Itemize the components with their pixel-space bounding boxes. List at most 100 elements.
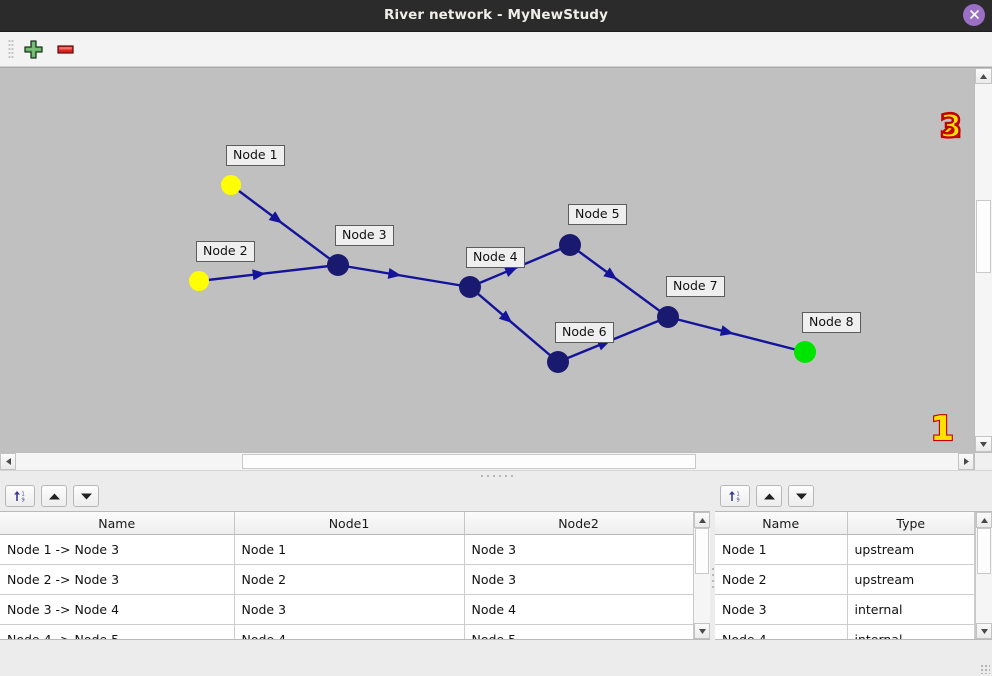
graph-edge[interactable] [198,263,339,283]
toolbar-drag-handle[interactable] [8,39,14,59]
graph-node-node-3[interactable] [327,254,349,276]
table-cell[interactable]: Node 3 [234,594,465,625]
network-graph-canvas[interactable]: Node 1 Node 2 Node 3 Node 4 Node 5 Node 6 Node… [0,68,974,452]
table-cell[interactable]: upstream [847,534,975,565]
graph-node-label-node-3[interactable]: Node 3 [335,225,394,246]
table-cell[interactable]: Node 2 [715,564,848,595]
table-cell[interactable]: Node 4 [234,624,465,639]
graph-node-label-node-5[interactable]: Node 5 [568,204,627,225]
sort-ascending-icon[interactable]: 1 9 [5,485,35,507]
graph-edge[interactable] [667,315,806,354]
vertical-splitter[interactable] [710,481,715,676]
nodes-column-header[interactable]: Type [847,512,975,535]
table-cell[interactable]: upstream [847,564,975,595]
table-cell[interactable]: Node 4 [715,624,848,639]
graph-node-label-node-7[interactable]: Node 7 [666,276,725,297]
table-cell[interactable]: Node 1 -> Node 3 [0,534,235,565]
graph-node-node-4[interactable] [459,276,481,298]
svg-text:1: 1 [737,491,740,497]
triangle-up-icon[interactable] [756,485,782,507]
graph-node-node-1[interactable] [221,175,241,195]
graph-node-label-node-8[interactable]: Node 8 [802,312,861,333]
table-cell[interactable]: Node 1 [234,534,465,565]
graph-node-node-5[interactable] [559,234,581,256]
graph-node-node-6[interactable] [547,351,569,373]
graph-node-label-node-2[interactable]: Node 2 [196,241,255,262]
reaches-vscroll-track[interactable] [694,528,710,623]
graph-node-label-node-6[interactable]: Node 6 [555,322,614,343]
canvas-vertical-scrollbar[interactable] [974,68,992,452]
canvas-horizontal-scrollbar[interactable] [0,452,974,470]
table-cell[interactable]: internal [847,624,975,639]
reaches-scroll-down-button[interactable] [694,623,710,639]
triangle-down-icon[interactable] [73,485,99,507]
nodes-column-header[interactable]: Name [715,512,848,535]
nodes-scroll-up-button[interactable] [976,512,992,528]
reaches-column-header[interactable]: Name [0,512,235,535]
table-cell[interactable]: Node 5 [464,624,693,639]
delete-icon[interactable] [52,36,78,62]
nodes-vertical-scrollbar[interactable] [975,512,992,639]
graph-node-label-node-4[interactable]: Node 4 [466,247,525,268]
add-plus-icon[interactable] [20,36,46,62]
canvas-hscroll-thumb[interactable] [242,454,697,469]
graph-edge[interactable] [469,286,559,363]
canvas-hscroll-track[interactable] [16,453,958,470]
nodes-vscroll-thumb[interactable] [977,528,991,574]
graph-edge[interactable] [569,244,669,318]
scroll-up-button[interactable] [975,68,992,84]
reaches-column-header[interactable]: Node2 [464,512,693,535]
scroll-left-button[interactable] [0,453,16,470]
canvas-vscroll-thumb[interactable] [976,200,991,273]
graph-node-label-node-1[interactable]: Node 1 [226,145,285,166]
table-cell[interactable]: Node 3 [464,564,693,595]
canvas-vscroll-track[interactable] [975,84,992,436]
triangle-down-icon[interactable] [788,485,814,507]
table-row[interactable]: Node 4internal [715,624,975,639]
table-cell[interactable]: Node 1 [715,534,848,565]
table-cell[interactable]: Node 4 [464,594,693,625]
scroll-down-button[interactable] [975,436,992,452]
sort-ascending-icon[interactable]: 1 9 [720,485,750,507]
reaches-vertical-scrollbar[interactable] [693,512,710,639]
graph-node-node-7[interactable] [657,306,679,328]
table-cell[interactable]: Node 3 -> Node 4 [0,594,235,625]
reaches-vscroll-thumb[interactable] [695,528,709,574]
table-cell[interactable]: internal [847,594,975,625]
nodes-vscroll-track[interactable] [976,528,992,623]
table-cell[interactable]: Node 3 [464,534,693,565]
table-cell[interactable]: Node 4 -> Node 5 [0,624,235,639]
graph-node-node-2[interactable] [189,271,209,291]
table-cell[interactable]: Node 3 [715,594,848,625]
graph-edge[interactable] [337,263,471,289]
triangle-up-icon[interactable] [41,485,67,507]
scroll-right-button[interactable] [958,453,974,470]
graph-node-node-8[interactable] [794,341,816,363]
graph-edge[interactable] [230,184,339,266]
graph-edge-arrow-icon [387,267,402,279]
window-resize-grip[interactable] [980,664,990,674]
table-cell[interactable]: Node 2 [234,564,465,595]
reaches-scroll-up-button[interactable] [694,512,710,528]
reaches-column-header[interactable]: Node1 [234,512,465,535]
table-cell[interactable]: Node 2 -> Node 3 [0,564,235,595]
close-icon[interactable] [963,4,985,26]
horizontal-splitter[interactable] [0,470,992,481]
nodes-scroll-down-button[interactable] [976,623,992,639]
